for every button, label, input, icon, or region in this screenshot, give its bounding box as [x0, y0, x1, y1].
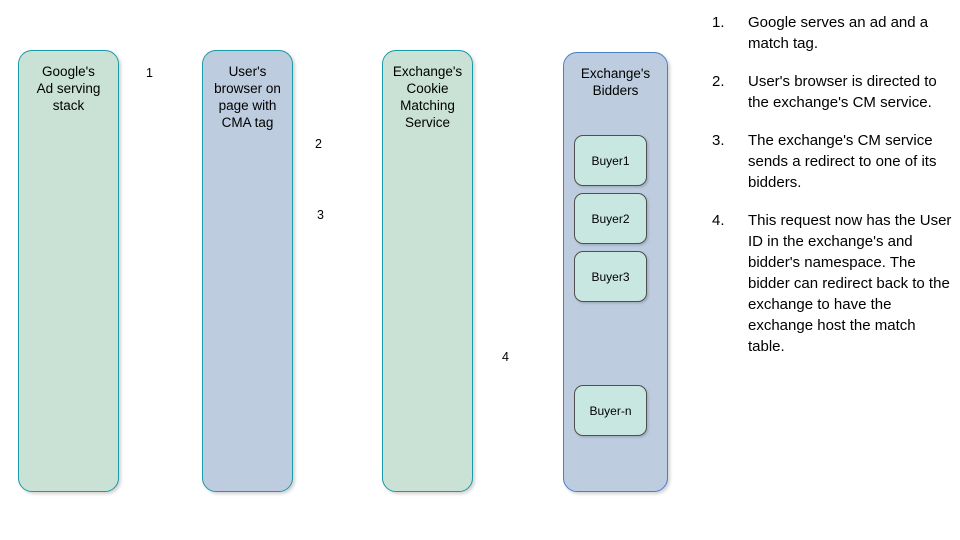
step-item-1: 1. Google serves an ad and a match tag. [706, 12, 952, 54]
node-exchange-cm-service-label: Exchange's Cookie Matching Service [392, 64, 463, 130]
step-4-text: This request now has the User ID in the … [748, 212, 952, 355]
node-user-browser[interactable]: User's browser on page with CMA tag [202, 50, 293, 492]
step-2-text: User's browser is directed to the exchan… [748, 73, 937, 111]
arrow-1-label: 1 [146, 66, 153, 80]
buyer-box-3[interactable]: Buyer3 [574, 251, 647, 302]
step-item-2: 2. User's browser is directed to the exc… [706, 71, 952, 113]
buyer-box-2[interactable]: Buyer2 [574, 193, 647, 244]
buyer-box-3-label: Buyer3 [591, 269, 630, 284]
buyer-box-1-label: Buyer1 [591, 153, 630, 168]
buyer-box-2-label: Buyer2 [591, 211, 630, 226]
buyer-box-n-label: Buyer-n [589, 403, 632, 418]
step-item-3: 3. The exchange's CM service sends a red… [706, 130, 952, 193]
node-exchange-cm-service[interactable]: Exchange's Cookie Matching Service [382, 50, 473, 492]
arrow-2-label: 2 [315, 137, 322, 151]
arrow-3-label: 3 [317, 208, 324, 222]
node-google-ad-stack[interactable]: Google's Ad serving stack [18, 50, 119, 492]
node-user-browser-label: User's browser on page with CMA tag [214, 64, 281, 130]
buyer-box-n[interactable]: Buyer-n [574, 385, 647, 436]
buyer-box-1[interactable]: Buyer1 [574, 135, 647, 186]
step-3-number: 3. [712, 132, 725, 149]
node-google-ad-stack-label: Google's Ad serving stack [36, 64, 101, 113]
step-1-number: 1. [712, 14, 725, 31]
step-2-number: 2. [712, 73, 725, 90]
node-exchange-bidders-label: Exchange's Bidders [580, 66, 651, 98]
step-item-4: 4. This request now has the User ID in t… [706, 210, 952, 357]
step-3-text: The exchange's CM service sends a redire… [748, 132, 937, 191]
step-4-number: 4. [712, 212, 725, 229]
arrow-4-label: 4 [502, 350, 509, 364]
steps-list: 1. Google serves an ad and a match tag. … [706, 12, 952, 374]
step-1-text: Google serves an ad and a match tag. [748, 14, 929, 52]
